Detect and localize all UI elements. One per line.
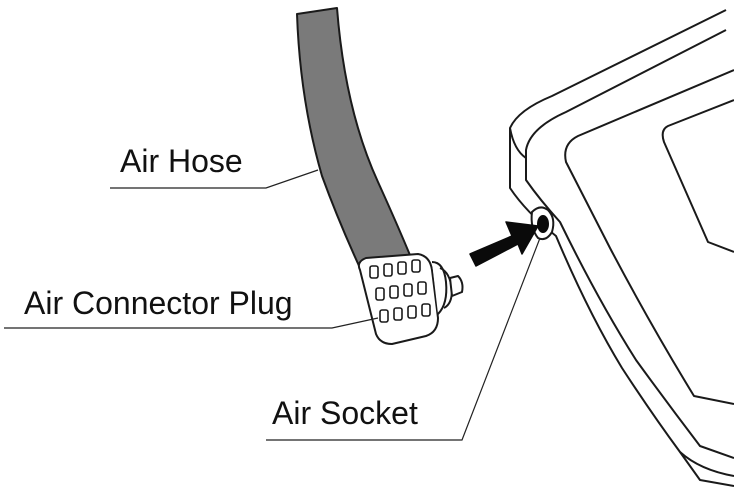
air-connector-plug-label: Air Connector Plug	[24, 285, 293, 321]
device-side-edge	[509, 127, 527, 159]
device-screen-inner	[661, 99, 734, 253]
air-connector-plug-leader	[4, 317, 379, 329]
plug-collar	[431, 261, 448, 315]
device-outer-outline	[509, 9, 734, 487]
leader-lines	[4, 169, 541, 441]
air-socket-leader	[266, 237, 541, 441]
device-screen-frame	[564, 69, 734, 405]
device-rim-line	[525, 29, 734, 459]
plug-nozzle	[449, 275, 464, 297]
device-body	[509, 9, 734, 487]
air-socket	[530, 206, 555, 241]
air-hose	[296, 7, 413, 269]
plug-grip-slots	[369, 259, 431, 323]
air-hose-leader	[110, 169, 319, 189]
air-hose-label: Air Hose	[120, 143, 243, 179]
device-bottom-corner	[679, 451, 734, 477]
air-socket-label: Air Socket	[272, 395, 418, 431]
insertion-arrow	[469, 221, 539, 267]
air-socket-hole	[537, 215, 549, 233]
air-connector-plug	[357, 253, 464, 345]
